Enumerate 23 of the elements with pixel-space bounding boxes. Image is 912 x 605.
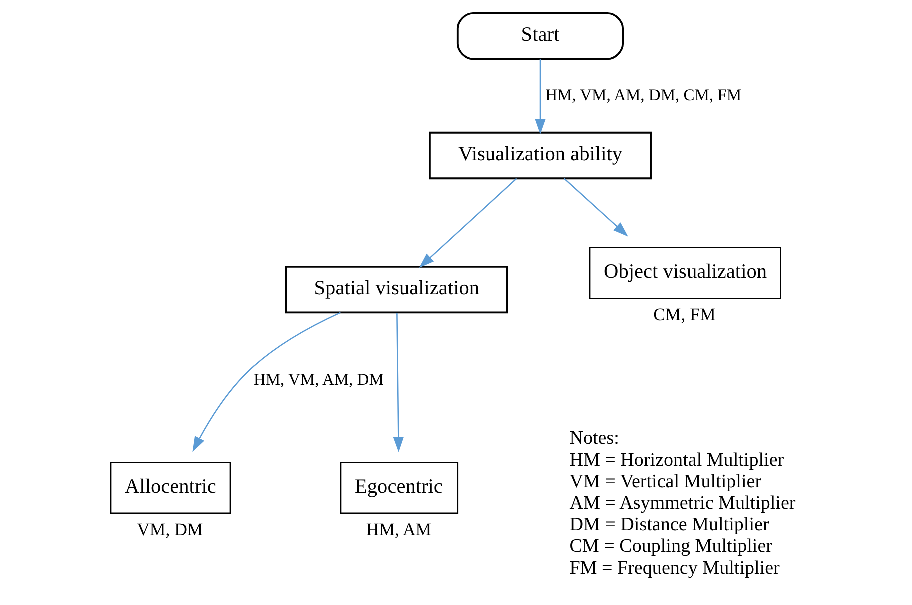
label: Notes: [570,428,620,450]
label: FM = Frequency Multiplier [570,558,780,579]
edge-label: HM, VM, AM, DM, CM, FM [546,85,742,104]
label: CM = Coupling Multiplier [570,536,773,558]
node-box: Spatial visualization [285,266,508,314]
edge-label: HM, VM, AM, DM [254,370,384,389]
node-box: Visualization ability [429,132,652,180]
node-label: VM, DM [137,519,204,540]
node-box: Egocentric [340,462,459,514]
label: HM = Horizontal Multiplier [570,450,784,471]
label: VM = Vertical Multiplier [570,471,762,492]
node-label: CM, FM [654,304,716,325]
arrow [419,178,518,268]
node-label: HM, AM [366,519,432,540]
arrow [564,178,628,237]
label: DM = Distance Multiplier [570,514,770,536]
node-box: Allocentric [110,462,232,514]
node-box: Start [456,12,624,60]
arrow [393,312,404,452]
label: AM = Asymmetric Multiplier [570,492,796,514]
node-box: Object visualization [589,247,782,300]
arrow [192,312,341,452]
arrow [535,60,546,134]
